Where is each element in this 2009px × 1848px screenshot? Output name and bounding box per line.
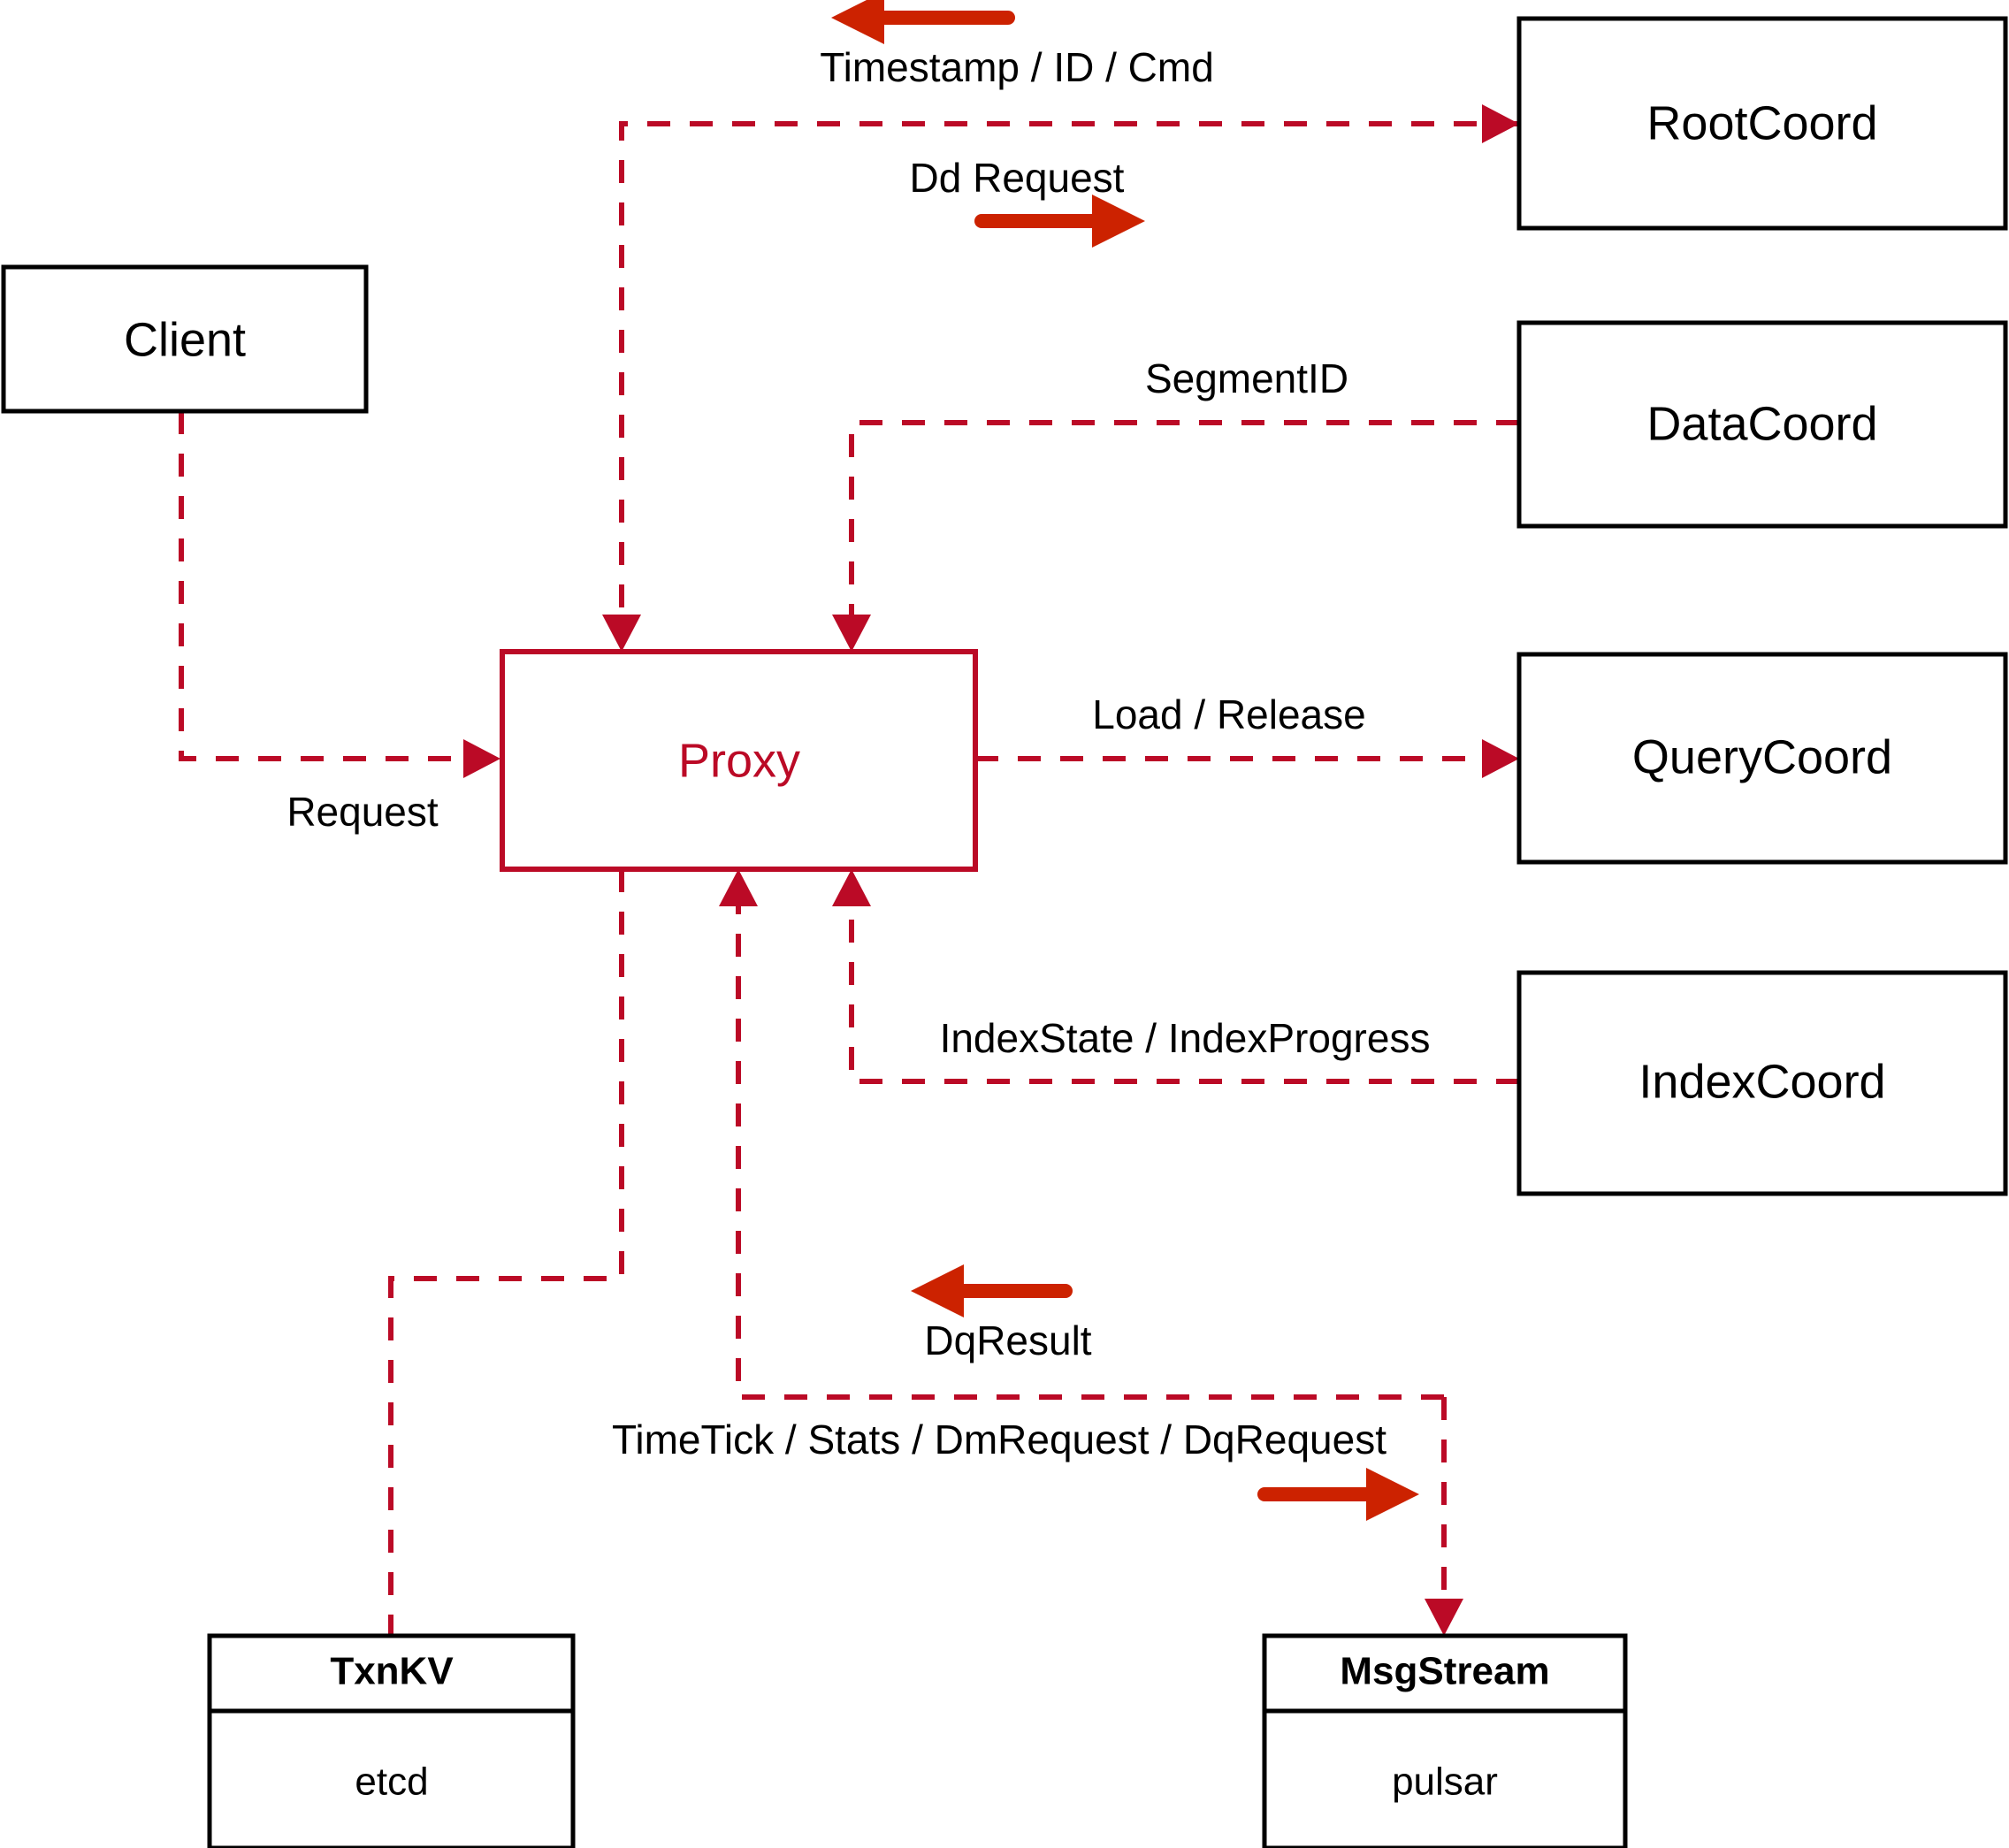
rootcoord-label: RootCoord: [1646, 96, 1877, 149]
edge-rootcoord-to-proxy: [619, 121, 1519, 637]
arrowhead-datacoord-proxy: [832, 615, 871, 652]
bold-arrow-dd-request: [974, 195, 1145, 248]
msgstream-box[interactable]: [1262, 1633, 1628, 1848]
datacoord-box[interactable]: [1516, 320, 2008, 529]
client-label: Client: [124, 313, 246, 366]
edge-label-dd-request: Dd Request: [910, 155, 1125, 201]
node-datacoord[interactable]: DataCoord: [1516, 320, 2008, 529]
node-txnkv[interactable]: TxnKV etcd: [207, 1633, 576, 1848]
edge-datacoord-to-proxy: [849, 420, 1519, 637]
edge-msgstream-to-proxy: [736, 900, 1444, 1400]
edge-label-load-release: Load / Release: [1092, 691, 1365, 737]
querycoord-label: QueryCoord: [1632, 730, 1892, 783]
bold-arrow-timestamp: [831, 0, 1015, 44]
node-querycoord[interactable]: QueryCoord: [1516, 652, 2008, 865]
arrowhead-indexcoord-proxy: [832, 869, 871, 906]
proxy-label: Proxy: [678, 734, 800, 787]
edge-label-timestamp-id-cmd: Timestamp / ID / Cmd: [820, 44, 1214, 90]
arrowhead-into-msgstream: [1425, 1599, 1463, 1636]
edge-proxy-to-txnkv: [388, 869, 624, 1636]
node-rootcoord[interactable]: RootCoord: [1516, 16, 2008, 231]
node-msgstream[interactable]: MsgStream pulsar: [1262, 1633, 1628, 1848]
client-box[interactable]: [1, 264, 369, 414]
bold-arrow-dq-result: [911, 1264, 1073, 1317]
arrowhead-into-rootcoord: [1482, 104, 1519, 143]
edge-label-segment-id: SegmentID: [1145, 355, 1348, 401]
indexcoord-box[interactable]: [1516, 970, 2008, 1196]
edge-label-request: Request: [286, 789, 439, 835]
querycoord-box[interactable]: [1516, 652, 2008, 865]
edge-label-dq-result: DqResult: [924, 1317, 1091, 1363]
msgstream-label: MsgStream: [1340, 1650, 1549, 1693]
bold-arrow-timetick: [1257, 1468, 1419, 1521]
edge-label-timetick-stats: TimeTick / Stats / DmRequest / DqRequest: [612, 1417, 1386, 1462]
edge-label-index-state-progress: IndexState / IndexProgress: [940, 1015, 1431, 1061]
indexcoord-label: IndexCoord: [1639, 1055, 1885, 1108]
node-indexcoord[interactable]: IndexCoord: [1516, 970, 2008, 1196]
arrowhead-request: [463, 739, 500, 778]
node-proxy[interactable]: Proxy: [500, 649, 978, 872]
datacoord-label: DataCoord: [1646, 397, 1877, 450]
rootcoord-box[interactable]: [1516, 16, 2008, 231]
msgstream-sublabel: pulsar: [1392, 1760, 1498, 1804]
arrowhead-into-querycoord: [1482, 739, 1519, 778]
txnkv-label: TxnKV: [330, 1650, 454, 1693]
txnkv-sublabel: etcd: [355, 1760, 428, 1804]
edge-indexcoord-to-proxy: [849, 900, 1519, 1084]
edge-client-to-proxy: [179, 411, 486, 761]
arrowhead-rootcoord-proxy: [602, 615, 641, 652]
proxy-box[interactable]: [500, 649, 978, 872]
txnkv-box[interactable]: [207, 1633, 576, 1848]
node-client[interactable]: Client: [1, 264, 369, 414]
arrowhead-msgstream-proxy: [719, 869, 758, 906]
